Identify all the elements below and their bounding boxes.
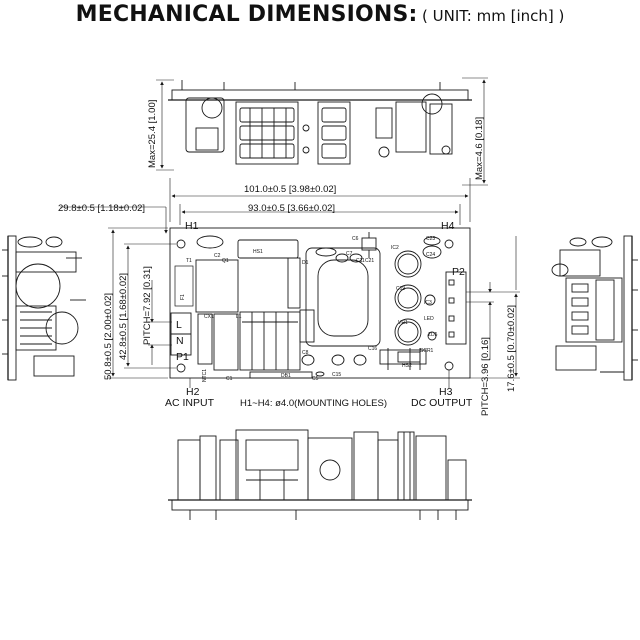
silk-t1: T1 <box>186 258 192 264</box>
silk-c8: C8 <box>302 350 309 356</box>
output-cap-2 <box>394 284 422 312</box>
main-top-view <box>60 178 520 388</box>
title-unit: ( UNIT: mm [inch] ) <box>422 7 565 25</box>
left-offset-label: 29.8±0.5 [1.18±0.02] <box>58 203 145 214</box>
overall-height-label: 50.8±0.5 [2.00±0.02] <box>103 293 114 380</box>
mounting-hole-h3 <box>444 361 454 371</box>
top-view-heatsink-2 <box>317 101 351 165</box>
dc-offset-label: 17.6±0.5 [0.70±0.02] <box>506 305 517 392</box>
label-p2: P2 <box>452 266 465 278</box>
silk-led: LED <box>424 316 434 322</box>
output-cap-1 <box>394 250 422 278</box>
silk-hs1: HS1 <box>253 249 263 255</box>
silk-c1: C1 <box>226 376 233 382</box>
bottom-view-transformer <box>235 429 309 501</box>
top-side-view <box>156 77 488 186</box>
mounting-hole-h1 <box>176 239 186 249</box>
silk-c11: C11 <box>356 258 365 264</box>
label-h3: H3 <box>439 386 453 398</box>
label-h4: H4 <box>441 220 455 232</box>
left-view-heatsink <box>15 251 77 273</box>
mounting-holes-label: H1~H4: ø4.0(MOUNTING HOLES) <box>240 398 387 409</box>
silk-c15: C15 <box>332 372 341 378</box>
silk-c19: C19 <box>396 286 405 292</box>
silk-l1: L1 <box>236 314 242 320</box>
silk-ic2: IC2 <box>391 245 399 251</box>
output-cap-3 <box>394 318 422 346</box>
main-pcb-outline <box>169 227 471 379</box>
label-p1: P1 <box>176 351 189 363</box>
right-view-connector <box>565 277 623 343</box>
mounting-hole-h2 <box>176 363 186 373</box>
silk-hs2: HS2 <box>402 363 412 369</box>
left-end-view <box>2 235 86 381</box>
label-l: L <box>176 319 182 331</box>
bottom-view-fuse <box>199 435 217 501</box>
label-h2: H2 <box>186 386 200 398</box>
transformer-t1-outline <box>239 311 301 371</box>
silk-c7: C7 <box>346 251 353 257</box>
inductor-l1-outline <box>195 259 239 313</box>
silk-cx1: CX1 <box>204 314 214 320</box>
silk-f1: F1 <box>180 294 186 300</box>
mounting-hole-h4 <box>444 239 454 249</box>
dc-output-connector-p2 <box>445 271 467 345</box>
title-main: MECHANICAL DIMENSIONS: <box>75 2 418 27</box>
mechanical-dimensions-title: MECHANICAL DIMENSIONS: ( UNIT: mm [inch]… <box>0 2 640 27</box>
dc-output-label: DC OUTPUT <box>411 397 473 409</box>
silk-c21: C21 <box>365 258 374 264</box>
label-h1: H1 <box>185 220 199 232</box>
label-n: N <box>176 335 184 347</box>
silk-db1: DB1 <box>281 373 291 379</box>
hole-spacing-y-label: 42.8±0.5 [1.68±0.02] <box>118 273 129 360</box>
silk-ic3: IC3 <box>424 300 432 306</box>
top-view-heatsink-1 <box>235 101 299 165</box>
silk-q1: Q1 <box>222 258 229 264</box>
silk-scr1: SCR1 <box>420 348 434 354</box>
silk-ntc1: NTC1 <box>202 369 208 382</box>
top-view-capacitor <box>201 97 223 119</box>
main-transformer <box>305 247 381 347</box>
silk-c18: VR1 <box>398 320 408 326</box>
silk-c23: C23 <box>426 236 435 242</box>
pitch-dc-label: PITCH=3.96 [0.16] <box>480 337 491 416</box>
max-height-label: Max=25.4 [1.00] <box>147 100 158 168</box>
top-view-output-cap <box>395 101 427 153</box>
overall-width-label: 101.0±0.5 [3.98±0.02] <box>244 184 336 195</box>
bottom-side-view <box>168 429 472 520</box>
top-view-input-filter <box>185 97 225 153</box>
left-view-capacitor <box>15 263 61 309</box>
silk-c2: C2 <box>214 253 221 259</box>
pitch-ac-label: PITCH=7.92 [0.31] <box>142 266 153 345</box>
silk-c24: C24 <box>426 252 435 258</box>
silk-c16: C16 <box>368 346 377 352</box>
max-bottom-label: Max=4.6 [0.18] <box>474 117 485 180</box>
silk-c6: C6 <box>352 236 359 242</box>
cap-c2-outline <box>196 235 224 249</box>
right-end-view <box>551 235 638 381</box>
heatsink-hs1-outline <box>237 239 299 259</box>
ac-input-label: AC INPUT <box>165 397 215 409</box>
bottom-view-pcb <box>171 499 469 511</box>
hole-spacing-x-label: 93.0±0.5 [3.66±0.02] <box>248 203 335 214</box>
silk-d1: D1 <box>302 260 309 266</box>
silk-c5: C5 <box>312 376 319 382</box>
silk-zd5: ZD5 <box>428 332 438 338</box>
